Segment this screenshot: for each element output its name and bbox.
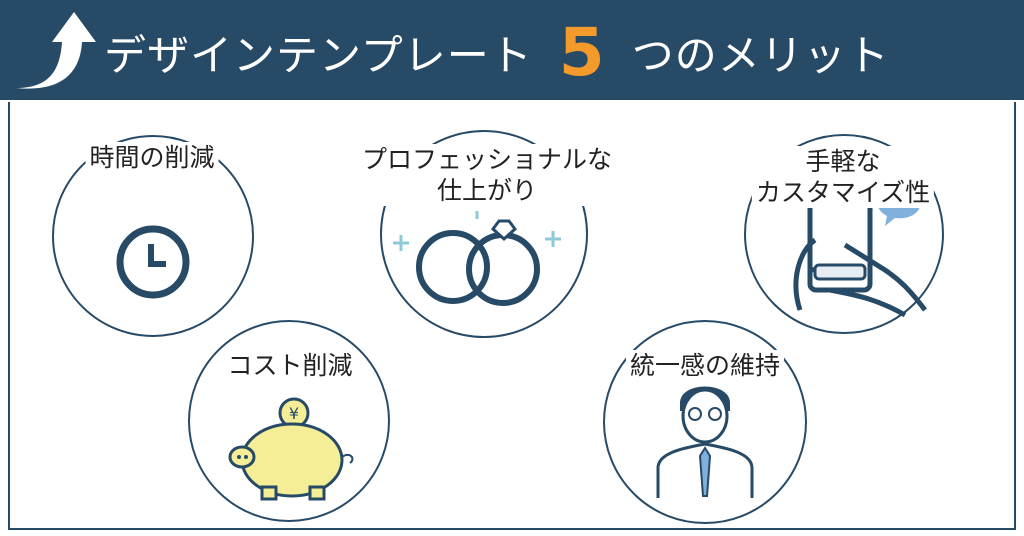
label-line2: カスタマイズ性 (755, 178, 931, 207)
page-title: デザインテンプレート 5 つのメリット (104, 13, 890, 91)
rings-icon (393, 211, 561, 306)
label-line2: 仕上がり (436, 176, 538, 205)
benefit-label-time: 時間の削減 (85, 142, 219, 173)
benefit-label-professional: プロフェッショナルな 仕上がり (357, 144, 617, 206)
benefit-label-cost: コスト削減 (223, 350, 357, 381)
benefit-label-consistency: 統一感の維持 (625, 350, 785, 381)
clock-icon (116, 225, 190, 299)
svg-text:¥: ¥ (289, 404, 299, 423)
up-arrow-icon (16, 12, 96, 89)
piggy-bank-icon: ¥ (228, 397, 354, 501)
label-line1: 手軽な (805, 147, 881, 176)
content-frame (8, 102, 1016, 530)
benefit-label-customize: 手軽な カスタマイズ性 (751, 146, 935, 208)
header-banner: デザインテンプレート 5 つのメリット (0, 0, 1024, 100)
title-prefix: デザインテンプレート (104, 31, 533, 80)
label-line1: プロフェッショナルな (361, 145, 613, 174)
title-suffix: つのメリット (631, 31, 890, 80)
title-number: 5 (558, 13, 606, 91)
businessman-icon (656, 386, 754, 498)
